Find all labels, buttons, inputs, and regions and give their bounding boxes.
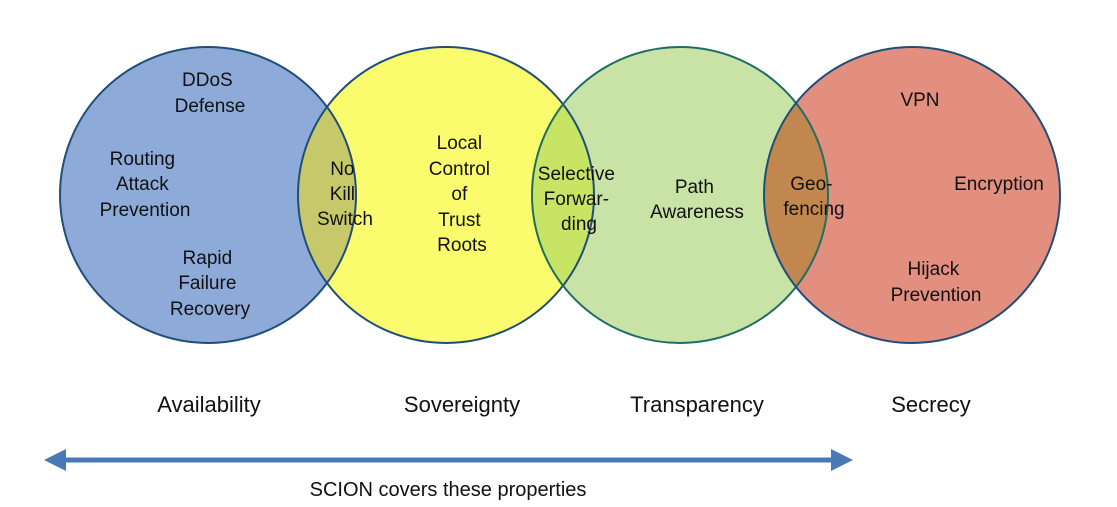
caption-availability: Availability xyxy=(157,392,261,417)
arrow-head-left xyxy=(44,449,66,471)
overlap-label-geofencing: Geo- fencing xyxy=(783,174,844,220)
circle-availability xyxy=(60,47,356,343)
arrow-head-right xyxy=(831,449,853,471)
availability-item-routing: Routing Attack Prevention xyxy=(100,149,191,221)
circle-transparency xyxy=(532,47,828,343)
caption-transparency: Transparency xyxy=(630,392,764,417)
coverage-arrow xyxy=(44,449,853,471)
availability-item-ddos: DDoS Defense xyxy=(175,70,246,117)
outline-secrecy xyxy=(763,46,1061,344)
overlap-label-no-kill-switch: No Kill Switch xyxy=(317,159,373,230)
circle-secrecy xyxy=(764,47,1060,343)
arrow-label: SCION covers these properties xyxy=(310,479,587,501)
transparency-item-path-awareness: Path Awareness xyxy=(650,177,744,223)
availability-item-rapid: Rapid Failure Recovery xyxy=(170,248,251,320)
outline-sovereignty xyxy=(297,46,595,344)
caption-secrecy: Secrecy xyxy=(891,392,970,417)
sovereignty-item-trust-roots: Local Control of Trust Roots xyxy=(429,133,496,256)
caption-sovereignty: Sovereignty xyxy=(404,392,520,417)
outline-availability xyxy=(59,46,357,344)
outline-transparency xyxy=(531,46,829,344)
overlap-label-selective-forwarding: Selective Forwar- ding xyxy=(538,164,620,235)
secrecy-item-hijack: Hijack Prevention xyxy=(891,259,982,306)
circle-sovereignty xyxy=(298,47,594,343)
secrecy-item-vpn: VPN xyxy=(900,90,939,111)
secrecy-item-encryption: Encryption xyxy=(954,174,1044,195)
